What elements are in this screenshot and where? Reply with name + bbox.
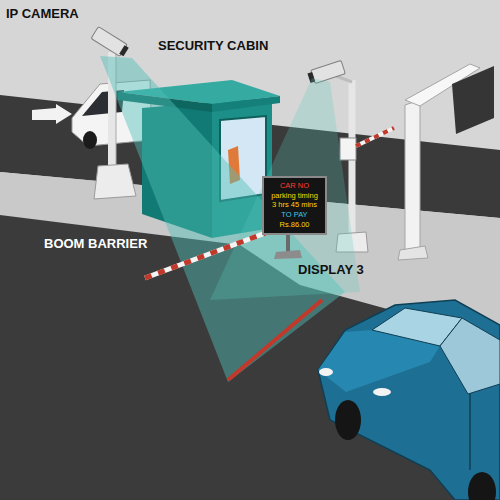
van-wheel: [83, 131, 97, 149]
display-text: parking timing: [268, 192, 321, 201]
road-arrow: [32, 104, 72, 124]
barrier-arm: [145, 232, 268, 278]
car-body: [318, 300, 500, 500]
car: [318, 300, 500, 500]
lower-barrier: [145, 232, 268, 278]
barrier-arm: [356, 128, 394, 146]
display-text: 3 hrs 45 mins: [268, 201, 321, 210]
callout-label: DISPLAY 3: [298, 262, 364, 278]
display-foot: [274, 250, 302, 259]
cabin-roof-edge: [212, 96, 280, 112]
callout-label: IP CAMERA: [6, 6, 79, 22]
camera-base: [94, 164, 136, 199]
display-text: Rs.86.00: [268, 221, 321, 230]
barrier-stripes: [145, 232, 268, 278]
gantry-pillar: [405, 100, 420, 252]
car-headlight: [373, 388, 391, 396]
display-board: CAR NOparking timing3 hrs 45 minsTO PAYR…: [262, 176, 327, 235]
car-headlight: [319, 368, 333, 376]
display-text: TO PAY: [268, 211, 321, 220]
upper-barrier: [340, 128, 394, 160]
barrier-housing: [340, 138, 356, 160]
car-door-line: [469, 394, 471, 470]
car-wheel: [468, 472, 496, 500]
car-wheel: [335, 400, 361, 440]
stop-line: [228, 300, 322, 380]
callout-label: BOOM BARRIER: [44, 236, 147, 252]
camera-body: [91, 27, 130, 58]
gantry: [398, 64, 494, 260]
gantry-base: [398, 246, 428, 260]
car-side-window: [440, 318, 500, 394]
barrier-stripes: [356, 128, 394, 146]
gantry-sign: [452, 66, 494, 134]
camera-bracket: [336, 76, 352, 82]
camera-lens: [119, 45, 129, 56]
callout-label: SECURITY CABIN: [158, 38, 268, 54]
display-text: CAR NO: [268, 182, 321, 191]
